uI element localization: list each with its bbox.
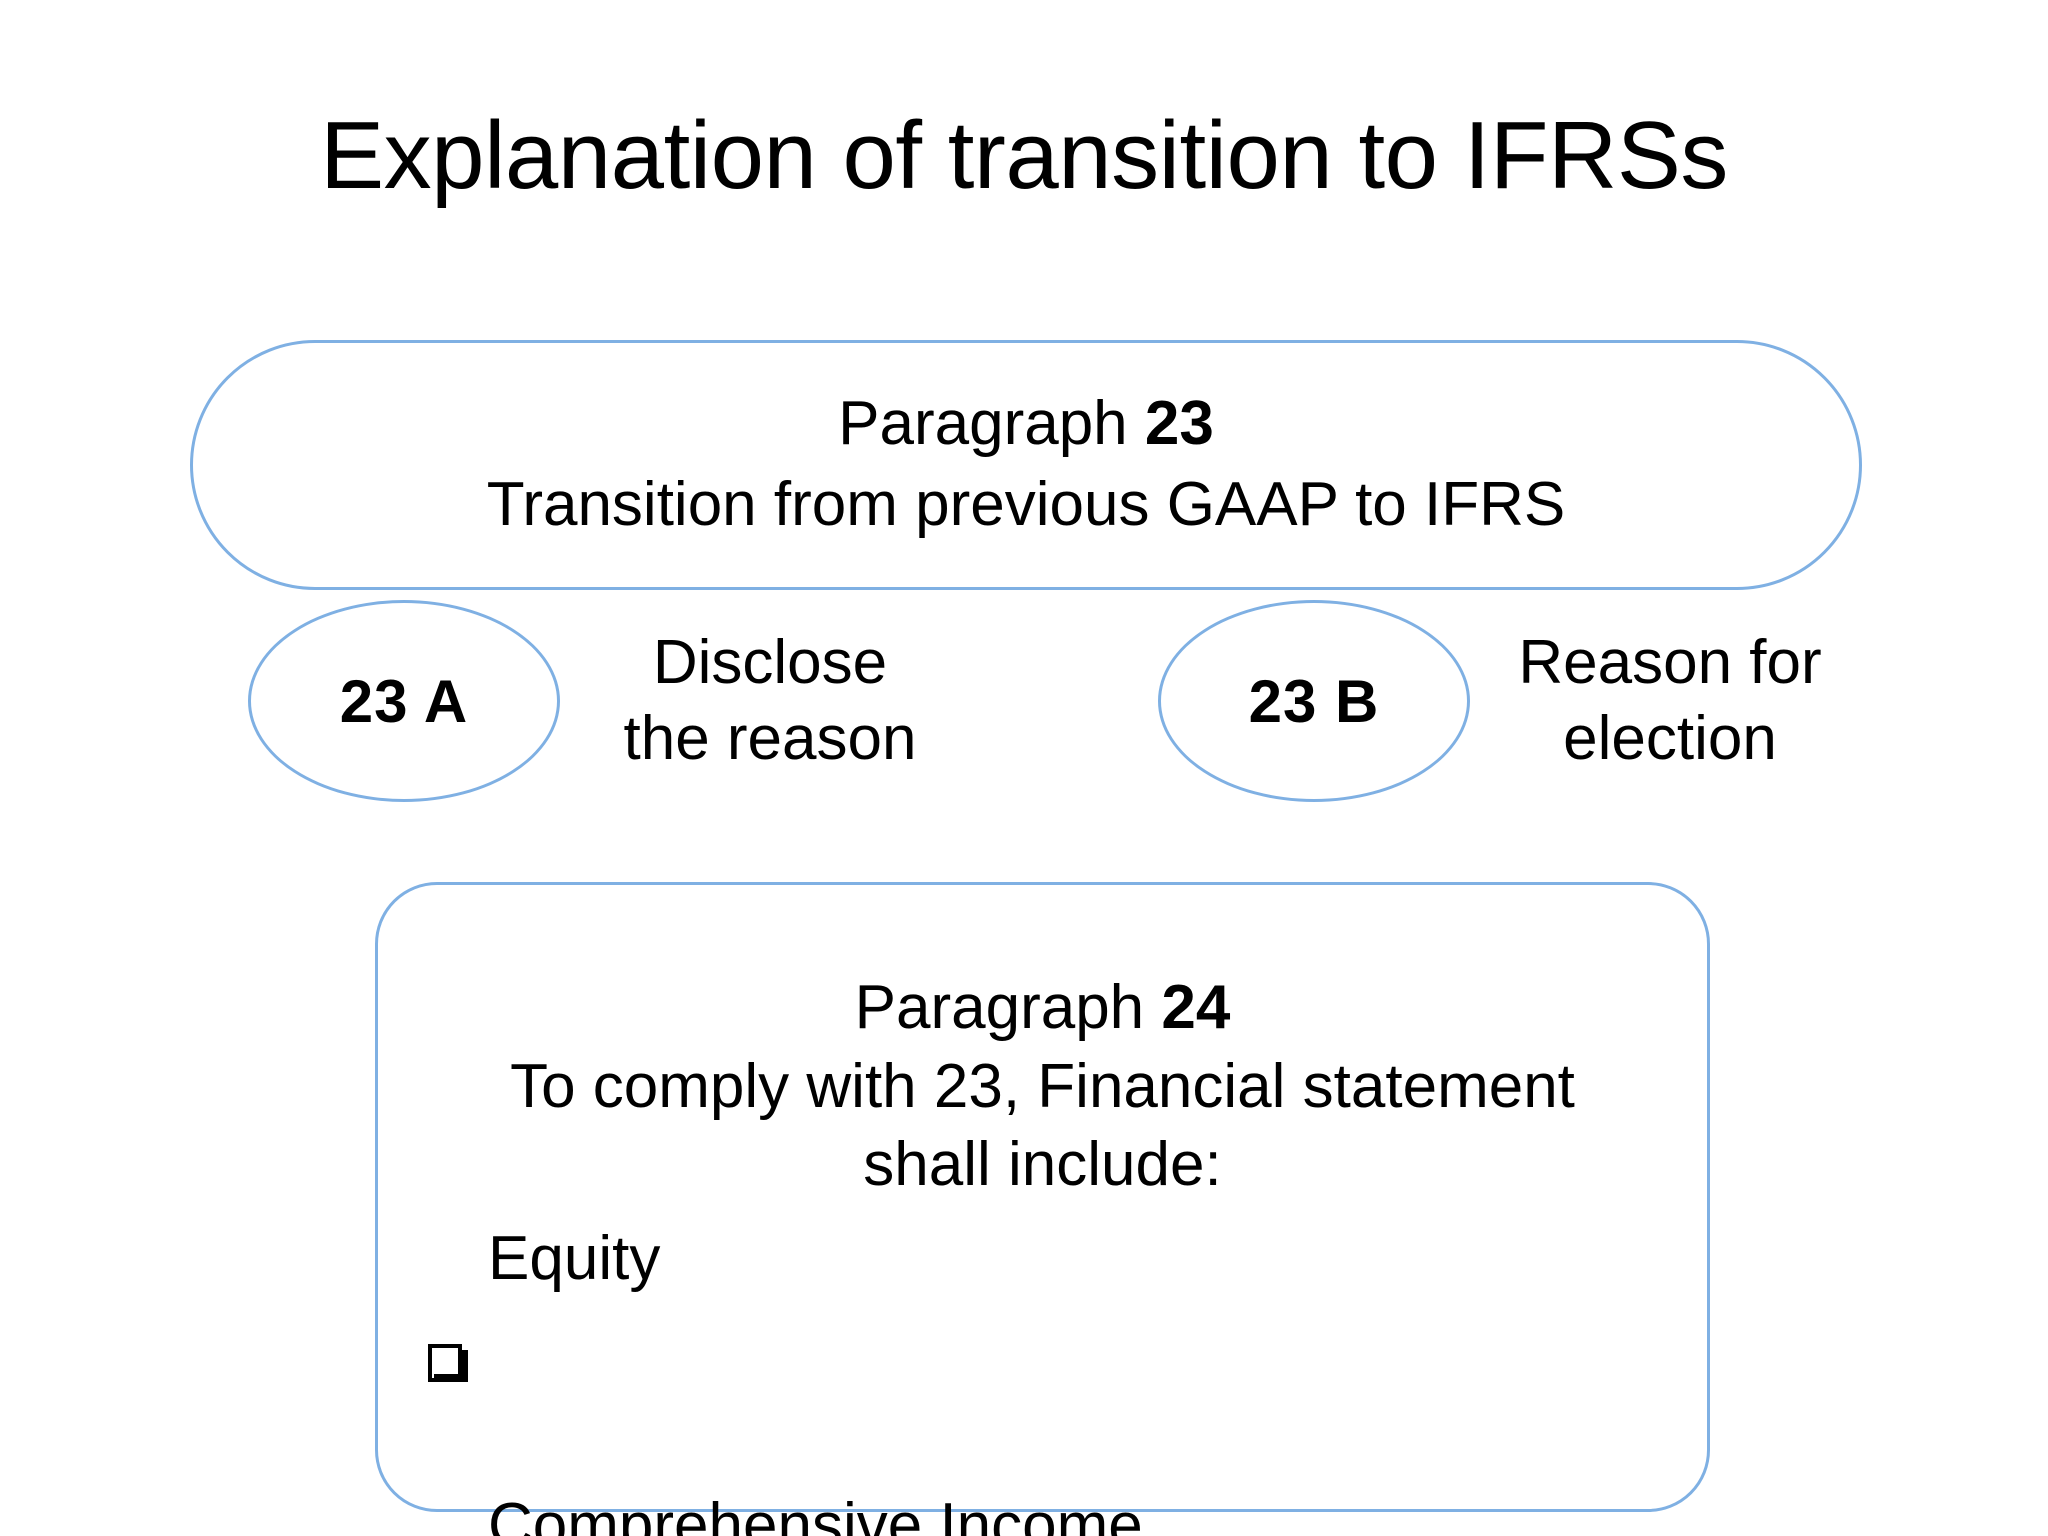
- caption-23a-line1: Disclose: [652, 628, 888, 697]
- paragraph-23-heading: Paragraph 23: [838, 384, 1214, 465]
- paragraph-23-description: Transition from previous GAAP to IFRS: [486, 470, 1566, 539]
- paragraph-24-heading-number: 24: [1161, 973, 1231, 1042]
- badge-ellipse-23a: 23 A: [248, 600, 560, 802]
- paragraph-23-heading-prefix: Paragraph: [838, 389, 1145, 459]
- paragraph-24-line3: shall include:: [863, 1130, 1222, 1200]
- caption-23a: Disclose the reason: [570, 625, 970, 776]
- paragraph-24-shape: Paragraph 24 To comply with 23, Financia…: [375, 882, 1710, 1536]
- paragraph-24-heading-prefix: Paragraph: [854, 973, 1162, 1042]
- paragraph-24-checklist: Equity Comprehensive Income: [428, 1227, 1143, 1536]
- paragraph-23-heading-number: 23: [1144, 389, 1214, 459]
- badge-ellipse-23b: 23 B: [1158, 600, 1470, 802]
- paragraph-24-heading: Paragraph 24: [855, 969, 1231, 1048]
- page-title: Explanation of transition to IFRSs: [320, 102, 1728, 209]
- caption-23b-line1: Reason for: [1518, 628, 1822, 697]
- caption-23b: Reason for election: [1470, 625, 1870, 776]
- empty-checkbox-icon: [428, 1501, 474, 1536]
- list-item: Equity: [428, 1227, 1143, 1494]
- badge-label-23b: 23 B: [1248, 667, 1380, 735]
- paragraph-24-line2: To comply with 23, Financial statement: [510, 1051, 1575, 1121]
- list-item-label: Comprehensive Income: [488, 1491, 1143, 1536]
- caption-23a-line2: the reason: [623, 703, 917, 773]
- empty-checkbox-icon: [428, 1234, 474, 1494]
- badge-label-23a: 23 A: [339, 667, 469, 735]
- paragraph-23-shape: Paragraph 23 Transition from previous GA…: [190, 340, 1862, 590]
- list-item-label: Equity: [488, 1224, 661, 1294]
- list-item: Comprehensive Income: [428, 1494, 1143, 1536]
- caption-23b-line2: election: [1563, 703, 1777, 773]
